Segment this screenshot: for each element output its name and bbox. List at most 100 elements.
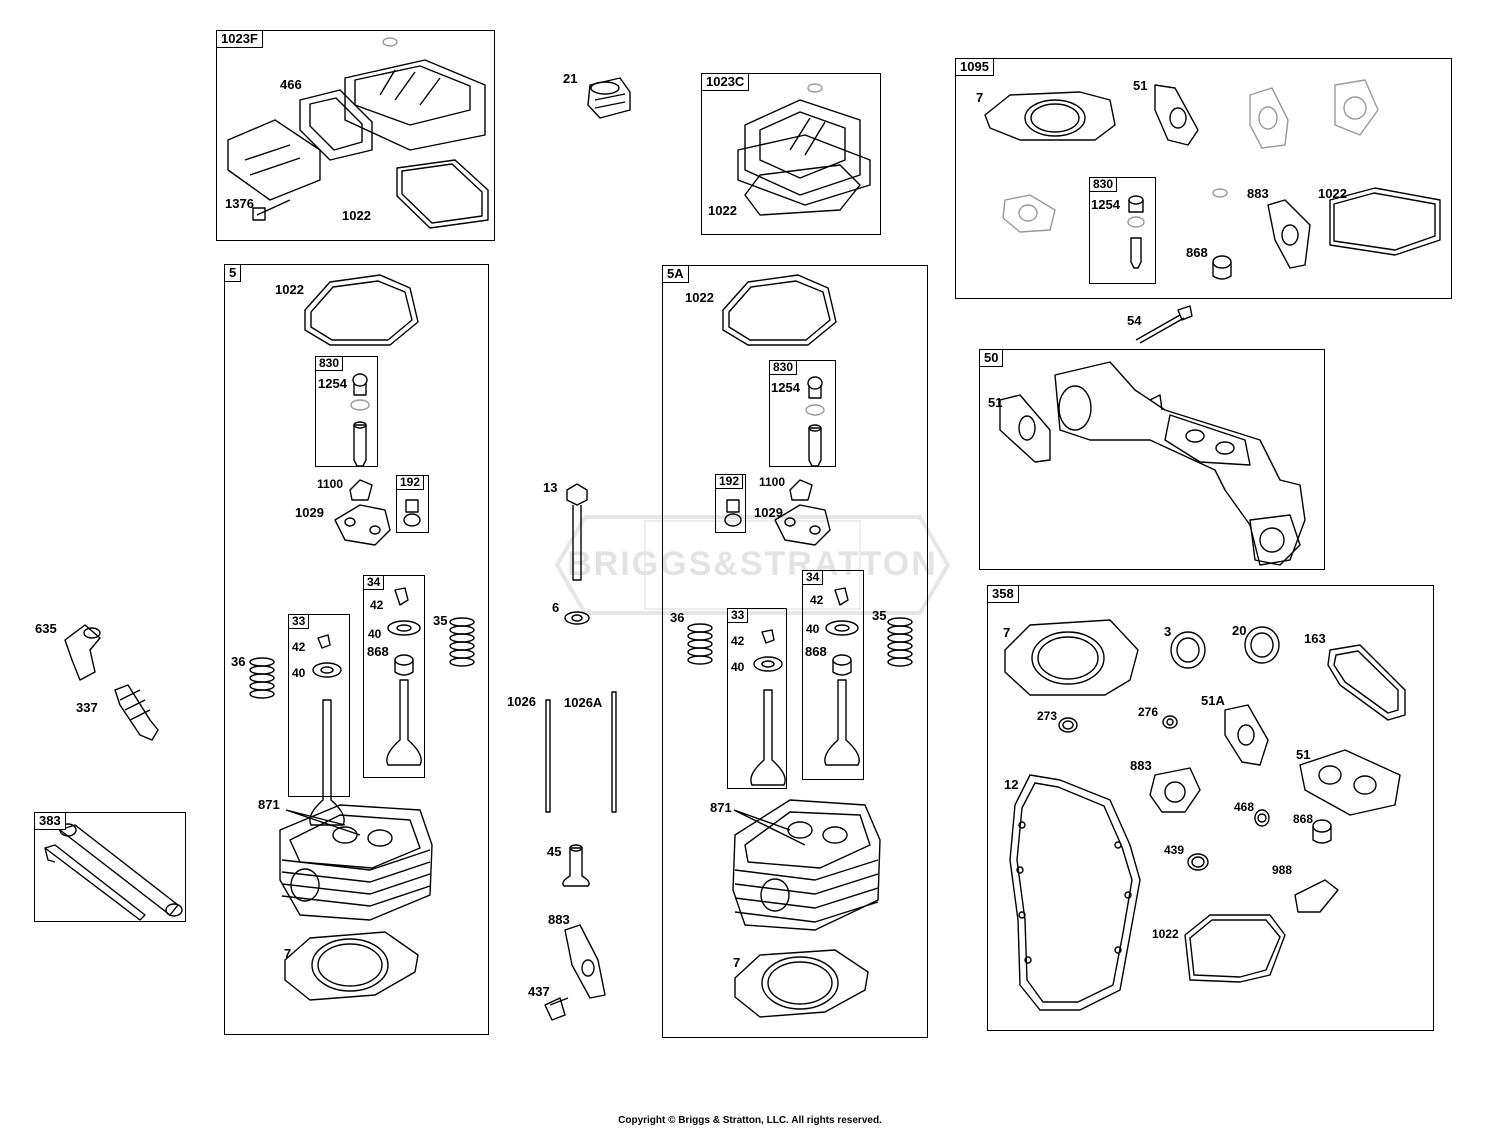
part-label-1026[interactable]: 1026 — [507, 694, 536, 709]
group-box-1095: 1095 — [955, 58, 1452, 299]
part-label-54[interactable]: 54 — [1127, 313, 1142, 328]
part-label-883[interactable]: 883 — [1130, 758, 1152, 773]
subgroup-tag-830[interactable]: 830 — [316, 357, 344, 371]
group-tag-50[interactable]: 50 — [980, 350, 1004, 367]
part-label-883[interactable]: 883 — [1247, 186, 1269, 201]
part-label-51a[interactable]: 51A — [1201, 693, 1225, 708]
part-label-35[interactable]: 35 — [433, 613, 448, 628]
part-label-1029[interactable]: 1029 — [754, 505, 783, 520]
copyright-text: Copyright © Briggs & Stratton, LLC. All … — [618, 1115, 882, 1126]
part-label-988[interactable]: 988 — [1272, 863, 1293, 877]
part-label-1022[interactable]: 1022 — [1152, 927, 1179, 941]
part-label-1022[interactable]: 1022 — [342, 208, 371, 223]
subgroup-tag-830[interactable]: 830 — [770, 361, 798, 375]
part-label-13[interactable]: 13 — [543, 480, 558, 495]
group-tag-358[interactable]: 358 — [988, 586, 1019, 603]
part-label-42[interactable]: 42 — [810, 593, 824, 607]
part-54-bolt-drawing — [1135, 305, 1193, 344]
part-label-439[interactable]: 439 — [1164, 843, 1185, 857]
cylinder-head-group-5a-drawing — [687, 274, 913, 1018]
group-tag-1023f[interactable]: 1023F — [217, 31, 263, 48]
part-label-51[interactable]: 51 — [1296, 747, 1311, 762]
group-tag-5[interactable]: 5 — [225, 265, 242, 282]
part-label-7[interactable]: 7 — [1003, 625, 1011, 640]
part-label-1254[interactable]: 1254 — [771, 380, 800, 395]
subgroup-tag-192[interactable]: 192 — [397, 476, 425, 490]
group-tag-5a[interactable]: 5A — [663, 266, 689, 283]
part-label-20[interactable]: 20 — [1232, 623, 1247, 638]
part-label-51[interactable]: 51 — [1133, 78, 1148, 93]
part-label-1022[interactable]: 1022 — [708, 203, 737, 218]
part-label-868[interactable]: 868 — [1186, 245, 1208, 260]
part-label-1100[interactable]: 1100 — [317, 477, 344, 491]
valve-cover-1023c-drawing — [737, 83, 871, 216]
part-label-45[interactable]: 45 — [547, 844, 562, 859]
part-label-276[interactable]: 276 — [1138, 705, 1159, 719]
part-label-1022[interactable]: 1022 — [275, 282, 304, 297]
loose-parts-middle-drawing — [544, 483, 617, 1021]
spark-plug-parts-drawing — [64, 624, 159, 741]
part-label-273[interactable]: 273 — [1037, 709, 1058, 723]
part-label-437[interactable]: 437 — [528, 984, 550, 999]
part-label-868[interactable]: 868 — [805, 644, 827, 659]
part-label-635[interactable]: 635 — [35, 621, 57, 636]
subgroup-box-830: 830 — [1089, 177, 1156, 284]
part-label-1022[interactable]: 1022 — [685, 290, 714, 305]
group-tag-383[interactable]: 383 — [35, 813, 66, 830]
part-label-7[interactable]: 7 — [284, 946, 292, 961]
part-label-40[interactable]: 40 — [292, 666, 306, 680]
part-label-468[interactable]: 468 — [1234, 800, 1255, 814]
part-label-871[interactable]: 871 — [710, 800, 732, 815]
part-label-6[interactable]: 6 — [552, 600, 560, 615]
part-label-1100[interactable]: 1100 — [759, 475, 786, 489]
part-label-1376[interactable]: 1376 — [225, 196, 254, 211]
group-tag-1095[interactable]: 1095 — [956, 59, 994, 76]
part-label-36[interactable]: 36 — [670, 610, 685, 625]
subgroup-tag-192[interactable]: 192 — [716, 475, 744, 489]
part-label-1254[interactable]: 1254 — [318, 376, 347, 391]
subgroup-tag-34[interactable]: 34 — [803, 571, 824, 585]
part-label-3[interactable]: 3 — [1164, 624, 1172, 639]
part-label-42[interactable]: 42 — [292, 640, 306, 654]
part-label-21[interactable]: 21 — [563, 71, 578, 86]
subgroup-tag-33[interactable]: 33 — [289, 615, 310, 629]
part-label-337[interactable]: 337 — [76, 700, 98, 715]
part-label-1254[interactable]: 1254 — [1091, 197, 1120, 212]
group-tag-1023c[interactable]: 1023C — [702, 74, 750, 91]
part-label-12[interactable]: 12 — [1004, 777, 1019, 792]
subgroup-tag-830[interactable]: 830 — [1090, 178, 1118, 192]
watermark-logo: BRIGGS&STRATTON — [554, 515, 951, 615]
part-label-7[interactable]: 7 — [976, 90, 984, 105]
part-label-1022[interactable]: 1022 — [1318, 186, 1347, 201]
group-box-358: 358 — [987, 585, 1434, 1031]
subgroup-box-33: 33 — [727, 608, 787, 789]
part-label-40[interactable]: 40 — [368, 627, 382, 641]
subgroup-box-192: 192 — [396, 475, 429, 533]
group-box-50: 50 — [979, 349, 1325, 570]
part-label-7[interactable]: 7 — [733, 955, 741, 970]
part-21-drawing — [587, 77, 631, 119]
part-label-36[interactable]: 36 — [231, 654, 246, 669]
part-label-40[interactable]: 40 — [731, 660, 745, 674]
part-label-868[interactable]: 868 — [1293, 812, 1314, 826]
part-label-883[interactable]: 883 — [548, 912, 570, 927]
subgroup-tag-34[interactable]: 34 — [364, 576, 385, 590]
subgroup-tag-33[interactable]: 33 — [728, 609, 749, 623]
part-label-466[interactable]: 466 — [280, 77, 302, 92]
part-label-163[interactable]: 163 — [1304, 631, 1326, 646]
part-label-868[interactable]: 868 — [367, 644, 389, 659]
part-label-40[interactable]: 40 — [806, 622, 820, 636]
part-label-42[interactable]: 42 — [731, 634, 745, 648]
part-label-42[interactable]: 42 — [370, 598, 384, 612]
part-label-35[interactable]: 35 — [872, 608, 887, 623]
part-label-871[interactable]: 871 — [258, 797, 280, 812]
part-label-1026a[interactable]: 1026A — [564, 695, 603, 710]
manifold-50-drawing — [999, 361, 1306, 566]
subgroup-box-192: 192 — [715, 474, 746, 533]
part-label-1029[interactable]: 1029 — [295, 505, 324, 520]
group-box-5: 5 — [224, 264, 489, 1035]
group-box-383: 383 — [34, 812, 186, 922]
part-label-51[interactable]: 51 — [988, 395, 1003, 410]
